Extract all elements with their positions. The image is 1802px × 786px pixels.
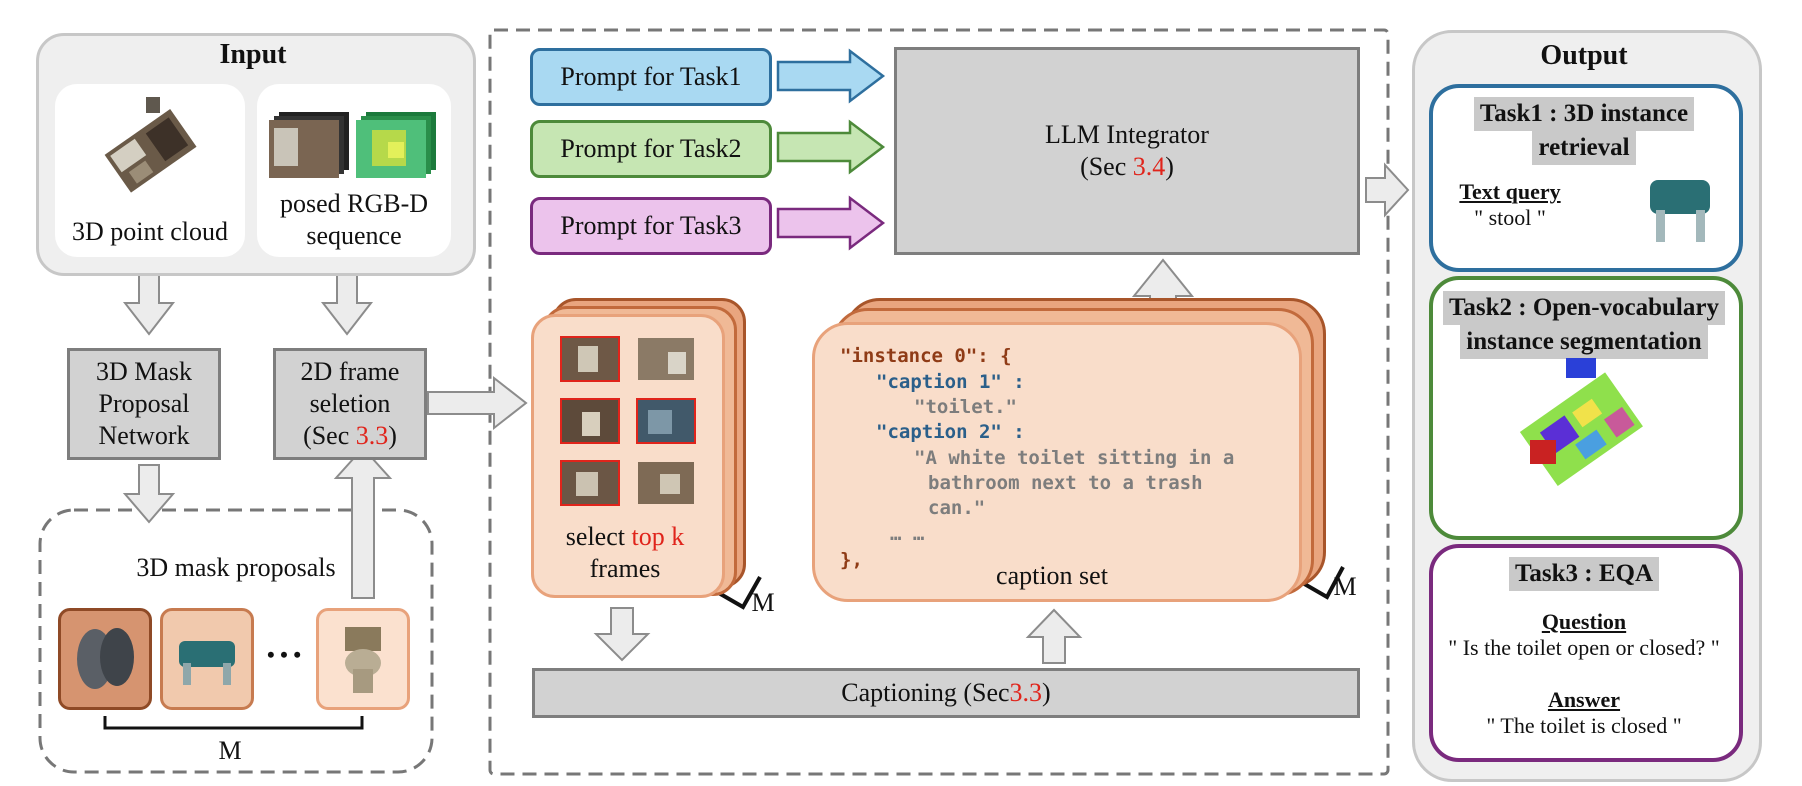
frames-label-line2: frames: [589, 554, 661, 583]
task1-title-line1: Task1 : 3D instance: [1473, 97, 1695, 131]
bracket-proposals: [103, 716, 364, 730]
arrow-network-to-proposals: [122, 464, 176, 524]
mask-network-line3: Network: [98, 421, 190, 450]
rgbd-label-line2: sequence: [306, 221, 402, 250]
frame-selection-line2: seletion: [309, 389, 391, 418]
prompt-task2: Prompt for Task2: [530, 120, 772, 178]
point-cloud-label: 3D point cloud: [72, 217, 228, 246]
arrow-frames-to-captioning: [593, 607, 651, 662]
mask-proposals-title: 3D mask proposals: [136, 553, 336, 582]
task1-query-label: Text query: [1459, 179, 1561, 204]
frame-selection-line3: (Sec 3.3): [303, 420, 397, 452]
task2-title-line1: Task2 : Open-vocabulary: [1443, 291, 1725, 325]
code-caption2-val-line1: "A white toilet sitting in a: [914, 447, 1235, 469]
arrow-task1-to-llm: [776, 48, 886, 104]
frame-thumb-5: [560, 460, 620, 506]
proposal-stool: [160, 608, 254, 710]
mask-network-line1: 3D Mask: [95, 357, 193, 386]
proposal-slippers: [58, 608, 152, 710]
input-title: Input: [219, 39, 287, 70]
frame-selection-sec-ref: 3.3: [355, 421, 389, 450]
slippers-icon: [77, 628, 134, 689]
arrow-task2-to-llm: [776, 119, 886, 175]
stool-icon: [179, 641, 235, 685]
task3-title: Task3 : EQA: [1432, 556, 1736, 592]
caption-set-title: caption set: [996, 561, 1108, 590]
arrow-task3-to-llm: [776, 195, 886, 251]
arrow-llm-to-output: [1365, 162, 1410, 218]
code-caption1-val: "toilet.": [914, 396, 1017, 418]
rgbd-label-line1: posed RGB-D: [279, 189, 429, 218]
code-caption2-val-line3: can.": [928, 497, 986, 519]
frames-count-label: M: [751, 588, 775, 617]
captioning-suffix: ): [1042, 678, 1051, 707]
task2-title-line2: instance segmentation: [1460, 325, 1708, 359]
frame-selection-box: 2D frame seletion (Sec 3.3): [273, 348, 427, 460]
arrow-captioning-to-caption-set: [1025, 608, 1083, 664]
frames-stack-label: select top k frames: [531, 520, 719, 586]
mask-network-line2: Proposal: [98, 389, 190, 418]
llm-sec-suffix: ): [1165, 152, 1174, 181]
proposal-ellipsis: • • •: [266, 642, 302, 667]
bracket-frames: [716, 576, 762, 610]
code-caption1-key: "caption 1" :: [876, 371, 1025, 393]
task3-answer: Answer " The toilet is closed ": [1432, 686, 1736, 740]
task3-question: Question " Is the toilet open or closed?…: [1432, 608, 1736, 662]
proposal-toilet: [316, 608, 410, 710]
frame-thumb-6: [638, 462, 694, 504]
arrow-proposal-to-frame-selection: [333, 446, 393, 599]
code-ellipsis: … …: [890, 523, 925, 545]
code-caption2-val-line2: bathroom next to a trash: [928, 472, 1203, 494]
rgbd-label: posed RGB-D sequence: [257, 188, 451, 252]
task1-query-value: " stool ": [1474, 205, 1546, 230]
task3-answer-value: " The toilet is closed ": [1486, 713, 1682, 738]
task3-question-value: " Is the toilet open or closed? ": [1448, 635, 1720, 660]
llm-sec-ref: 3.4: [1132, 152, 1166, 181]
llm-integrator-box: LLM Integrator (Sec 3.4): [894, 47, 1360, 255]
task1-query: Text query " stool ": [1440, 178, 1580, 232]
task3-title-text: Task3 : EQA: [1508, 557, 1659, 591]
task1-title: Task1 : 3D instance retrieval: [1432, 96, 1736, 166]
frame-thumb-3: [560, 398, 620, 444]
llm-sec-prefix: (Sec: [1080, 152, 1133, 181]
frames-label-line1: select top k: [566, 521, 684, 553]
task3-question-label: Question: [1541, 609, 1627, 634]
frame-thumb-2: [638, 338, 694, 380]
caption-stack-front: [812, 322, 1302, 602]
caption-count-label: M: [1333, 572, 1357, 601]
prompt-task3: Prompt for Task3: [530, 197, 772, 255]
output-title: Output: [1540, 40, 1628, 71]
captioning-bar: Captioning (Sec 3.3): [532, 668, 1360, 718]
mask-proposal-network-box: 3D Mask Proposal Network: [67, 348, 221, 460]
proposal-count-label: M: [218, 736, 242, 765]
task2-title: Task2 : Open-vocabulary instance segment…: [1432, 290, 1736, 360]
llm-line2: (Sec 3.4): [1080, 151, 1174, 183]
prompt-task1: Prompt for Task1: [530, 48, 772, 106]
middle-dashed-panel: [488, 28, 1390, 776]
code-close: },: [840, 549, 863, 571]
frame-thumb-1: [560, 336, 620, 382]
frames-label-prefix: select: [565, 522, 632, 551]
frame-selection-sec-prefix: (Sec: [303, 421, 356, 450]
frame-thumb-4: [636, 398, 696, 444]
mask-proposals-dashed-panel: [38, 508, 434, 774]
llm-line1: LLM Integrator: [1045, 120, 1209, 149]
captioning-ref: 3.3: [1009, 678, 1043, 707]
frame-selection-sec-suffix: ): [388, 421, 397, 450]
code-caption2-key: "caption 2" :: [876, 421, 1025, 443]
task3-answer-label: Answer: [1547, 687, 1621, 712]
frames-label-topk: top k: [631, 522, 685, 551]
bracket-captions: [1300, 566, 1345, 600]
captioning-prefix: Captioning (Sec: [841, 678, 1010, 707]
task1-title-line2: retrieval: [1532, 131, 1636, 165]
frame-selection-line1: 2D frame: [300, 357, 400, 386]
toilet-icon: [345, 627, 381, 693]
arrow-frame-selection-to-frames: [427, 375, 528, 431]
code-instance-line: "instance 0": {: [840, 345, 1012, 367]
